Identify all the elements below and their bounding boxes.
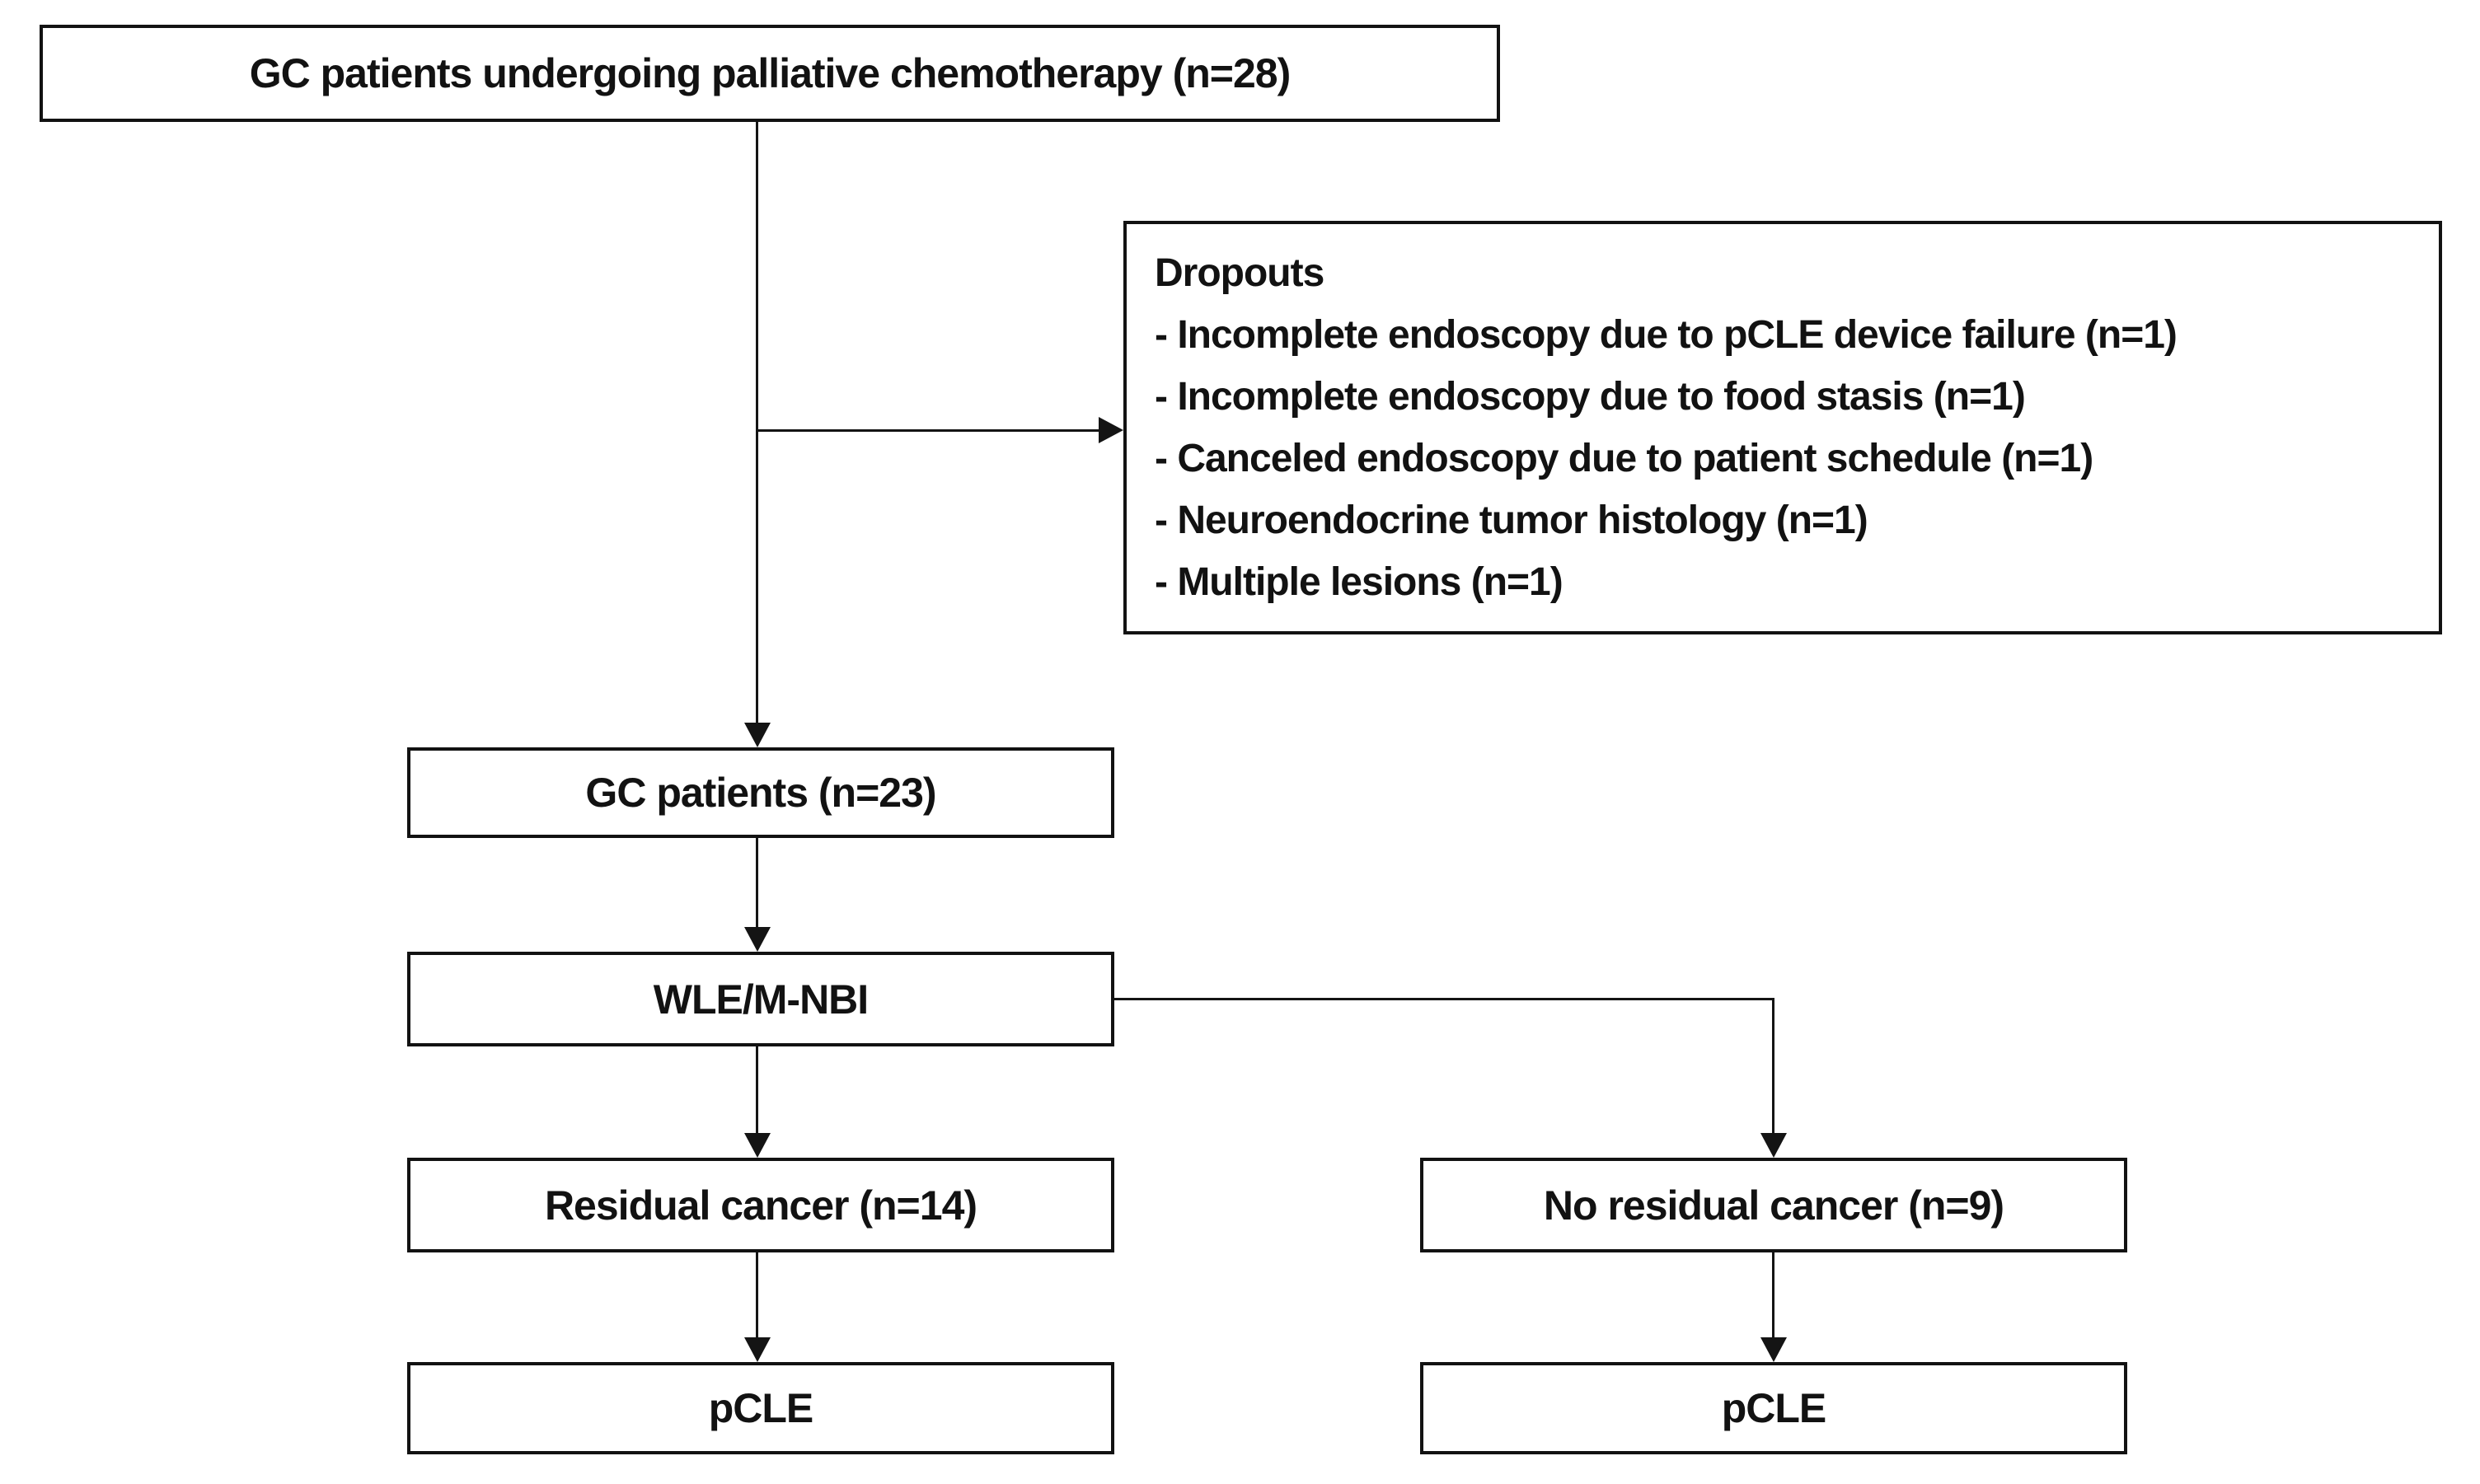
dropouts-item: - Multiple lesions (n=1) [1155,560,1563,604]
dropouts-title: Dropouts [1155,251,1324,295]
arrowhead-top-to-gc23 [744,723,771,747]
connector-residual-to-pcle-line [756,1252,758,1337]
connector-no-residual-to-pcle-line [1772,1252,1774,1337]
node-wle-label: WLE/M-NBI [653,976,869,1023]
arrowhead-gc23-to-wle [744,927,771,952]
dropouts-item: - Neuroendocrine tumor histology (n=1) [1155,499,1868,542]
node-top: GC patients undergoing palliative chemot… [40,25,1500,122]
arrowhead-no-residual-to-pcle [1760,1337,1787,1362]
connector-top-to-gc23-line [756,122,758,723]
node-pcle-right: pCLE [1420,1362,2127,1454]
connector-to-dropouts-line [757,429,1099,432]
dropouts-item: - Incomplete endoscopy due to food stasi… [1155,375,2026,419]
connector-wle-to-residual-line [756,1046,758,1133]
dropouts-item: - Incomplete endoscopy due to pCLE devic… [1155,313,2178,357]
arrowhead-wle-to-no-residual [1760,1133,1787,1158]
node-pcle-right-label: pCLE [1721,1385,1827,1431]
node-no-residual-cancer: No residual cancer (n=9) [1420,1158,2127,1252]
node-residual-cancer-label: Residual cancer (n=14) [544,1182,977,1229]
node-pcle-left-label: pCLE [708,1385,814,1431]
node-gc23-label: GC patients (n=23) [585,770,936,816]
arrowhead-residual-to-pcle [744,1337,771,1362]
node-pcle-left: pCLE [407,1362,1114,1454]
arrowhead-wle-to-residual [744,1133,771,1158]
node-gc23: GC patients (n=23) [407,747,1114,838]
arrowhead-to-dropouts [1099,417,1123,443]
node-top-label: GC patients undergoing palliative chemot… [249,50,1292,96]
connector-gc23-to-wle-line [756,838,758,927]
node-no-residual-cancer-label: No residual cancer (n=9) [1543,1182,2004,1229]
node-residual-cancer: Residual cancer (n=14) [407,1158,1114,1252]
node-wle: WLE/M-NBI [407,952,1114,1046]
node-dropouts: Dropouts - Incomplete endoscopy due to p… [1123,221,2442,634]
dropouts-item: - Canceled endoscopy due to patient sche… [1155,437,2093,480]
connector-wle-branch-horizontal [1114,998,1774,1000]
connector-wle-branch-vertical [1772,998,1774,1133]
